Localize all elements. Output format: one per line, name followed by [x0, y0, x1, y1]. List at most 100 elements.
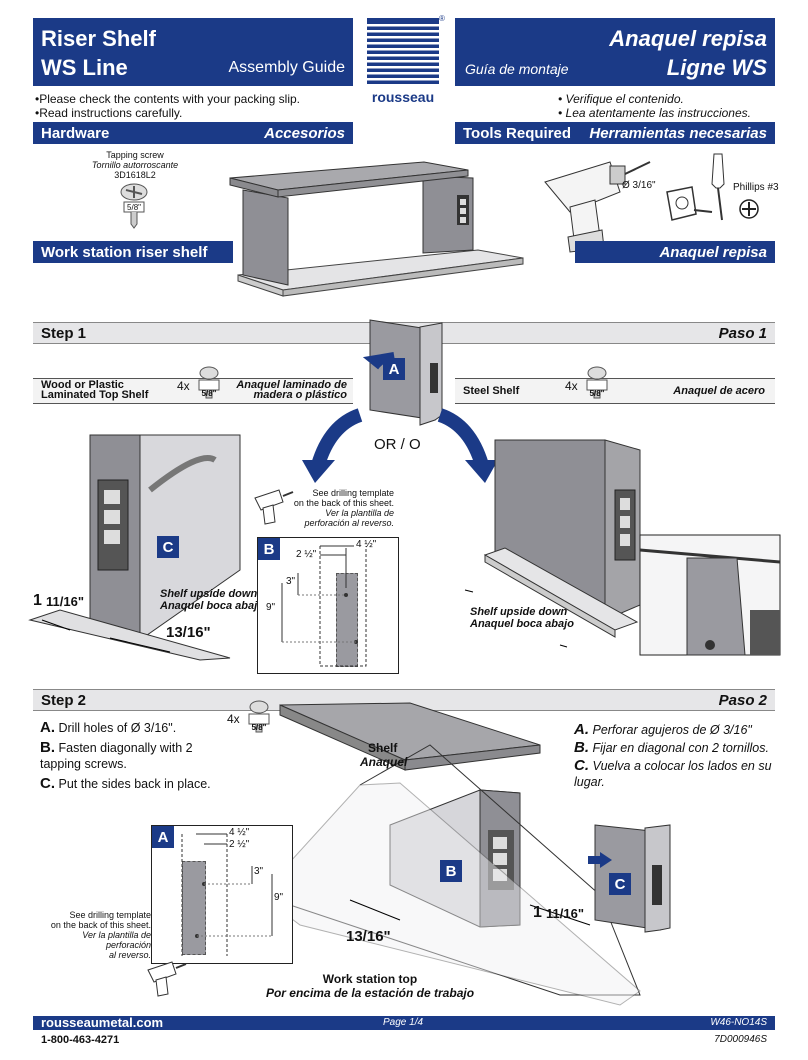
- template-dims: [281, 545, 367, 667]
- tools-bar: Tools Required Herramientas necesarias: [455, 122, 775, 144]
- wood-en-1: Wood or Plastic: [41, 379, 124, 391]
- step2-es-c-text: Vuelva a colocar los lados en su lugar.: [574, 759, 772, 789]
- template-note-1-l4: perforación al reverso.: [304, 518, 394, 528]
- hardware-title-en: Hardware: [41, 124, 110, 142]
- footer-bar: rousseaumetal.com Page 1/4 W46-NO14S: [33, 1015, 775, 1030]
- template-note-1-l1: See drilling template: [312, 488, 394, 498]
- upside-en: Shelf upside down: [160, 588, 258, 600]
- dim-13-16: 13/16": [166, 624, 211, 641]
- step2-dim-11-16: 11/16": [546, 906, 584, 921]
- steel-screw-size: 5/8": [589, 389, 605, 398]
- product-title-es: Anaquel repisa: [659, 243, 767, 261]
- or-label: OR / O: [374, 436, 421, 453]
- footer-website[interactable]: rousseaumetal.com: [41, 1015, 164, 1030]
- brand-logo: ®: [367, 14, 445, 86]
- shelf-label-en: Shelf: [368, 741, 398, 755]
- step2-item-es-c: C. Vuelva a colocar los lados en su luga…: [574, 758, 774, 790]
- drill-size-label: Ø 3/16": [622, 180, 656, 191]
- riser-shelf-illustration: [229, 161, 524, 297]
- b-dim-4-5: 4 ½": [356, 539, 377, 550]
- step2-en-a-letter: A.: [40, 719, 55, 736]
- hardware-title-es: Accesorios: [264, 124, 345, 142]
- right-cabinet-illustration: [464, 439, 781, 656]
- template-note-2-l5: al reverso.: [108, 950, 151, 960]
- brand-name: rousseau: [371, 89, 435, 105]
- product-bar-right: Anaquel repisa: [575, 241, 775, 263]
- wood-es-1: Anaquel laminado de: [236, 379, 347, 391]
- b-dim-2-5: 2 ½": [296, 549, 317, 560]
- registered-mark: ®: [439, 14, 445, 23]
- subtitle-en: Assembly Guide: [228, 59, 346, 76]
- wood-shelf-box: Wood or Plastic Laminated Top Shelf 4x A…: [33, 378, 353, 404]
- note-es-2: • Lea atentamente las instrucciones.: [558, 106, 751, 120]
- step2-dim-1: 1: [533, 904, 542, 921]
- step2-dim-13-16: 13/16": [346, 928, 391, 945]
- upside2-en: Shelf upside down: [470, 606, 568, 618]
- tapping-screw-icon: [120, 183, 148, 229]
- step2-shelf-illustration: [259, 702, 641, 1006]
- a-dim-4-5: 4 ½": [229, 827, 250, 838]
- header-left: Riser Shelf WS Line Assembly Guide: [33, 18, 353, 86]
- step2-en-c-letter: C.: [40, 775, 55, 792]
- step2-es-c-letter: C.: [574, 757, 589, 774]
- phillips-label: Phillips #3: [733, 182, 779, 193]
- template-note-1-l3: Ver la plantilla de: [325, 508, 394, 518]
- step1-title-en: Step 1: [41, 324, 87, 342]
- wood-es-2: madera o plástico: [253, 389, 347, 401]
- step2-tag-b: B: [440, 860, 462, 882]
- step2-en-a-text: Drill holes of Ø 3/16".: [58, 721, 177, 735]
- note-en-2: •Read instructions carefully.: [35, 106, 183, 120]
- step2-en-b-letter: B.: [40, 739, 55, 756]
- title-es-2: Ligne WS: [666, 55, 767, 80]
- step2-tag-a: A: [152, 826, 174, 848]
- title-en-2: WS Line: [41, 55, 128, 80]
- upside-es: Anaquel boca abajo: [160, 600, 264, 612]
- step2-list-en: A. Drill holes of Ø 3/16". B. Fasten dia…: [40, 720, 220, 792]
- template-note-2-l4: perforación: [105, 940, 151, 950]
- step2-screw-size: 5/8": [251, 723, 267, 732]
- step2-en-c-text: Put the sides back in place.: [58, 777, 211, 791]
- step2-tag-c: C: [609, 873, 631, 895]
- step2-item-en-a: A. Drill holes of Ø 3/16".: [40, 720, 220, 736]
- drill-icon: [544, 161, 651, 253]
- template-note-2: See drilling template on the back of thi…: [33, 910, 151, 960]
- dim-1-a: 1: [33, 592, 42, 609]
- footer-page: Page 1/4: [383, 1017, 424, 1028]
- wood-qty: 4x: [177, 379, 190, 393]
- subtitle-es: Guía de montaje: [465, 61, 569, 77]
- wood-screw-size: 5/8": [201, 389, 217, 398]
- note-es-1: • Verifique el contenido.: [558, 92, 684, 106]
- step2-es-a-text: Perforar agujeros de Ø 3/16": [592, 723, 752, 737]
- shelf-label-es: Anaquel: [360, 755, 408, 769]
- hardware-item: Tapping screw Tornillo autorroscante 3D1…: [80, 150, 190, 180]
- step2-item-en-b: B. Fasten diagonally with 2 tapping scre…: [40, 740, 220, 772]
- upside2-es: Anaquel boca abajo: [470, 618, 574, 630]
- hardware-bar: Hardware Accesorios: [33, 122, 353, 144]
- tools-title-en: Tools Required: [463, 124, 572, 142]
- step2-es-b-text: Fijar en diagonal con 2 tornillos.: [592, 741, 769, 755]
- screw-name-en: Tapping screw: [106, 150, 164, 160]
- notes-es: • Verifique el contenido. • Lea atentame…: [558, 92, 751, 120]
- template-drill-icon-2: [147, 961, 187, 997]
- step2-item-es-b: B. Fijar en diagonal con 2 tornillos.: [574, 740, 774, 756]
- template-box-a: A 4 ½" 2 ½" 3" 9": [151, 825, 293, 964]
- template-drill-icon: [254, 489, 294, 525]
- template-note-2-l2: on the back of this sheet.: [50, 920, 151, 930]
- product-bar-left: Work station riser shelf: [33, 241, 233, 263]
- step2-es-b-letter: B.: [574, 739, 589, 756]
- steel-screw-icon: [586, 366, 608, 399]
- wood-screw-icon: [198, 366, 220, 399]
- step1-title-es: Paso 1: [718, 324, 767, 342]
- step1-tag-a: A: [383, 358, 405, 380]
- step2-item-en-c: C. Put the sides back in place.: [40, 776, 220, 792]
- dim-11-16: 11/16": [46, 594, 84, 609]
- logo-stripes-icon: [367, 18, 439, 84]
- screw-name-es: Tornillo autorroscante: [91, 160, 179, 170]
- title-es-1: Anaquel repisa: [609, 26, 767, 51]
- screw-size-label: 5/8": [127, 203, 141, 212]
- step2-title-en: Step 2: [41, 691, 87, 709]
- steel-shelf-box: Steel Shelf 4x Anaquel de acero: [455, 378, 775, 404]
- step1-tag-c: C: [157, 536, 179, 558]
- phillips-cross-icon: [739, 199, 759, 219]
- template-box-b: B 4 ½" 2 ½" 3" 9": [257, 537, 399, 674]
